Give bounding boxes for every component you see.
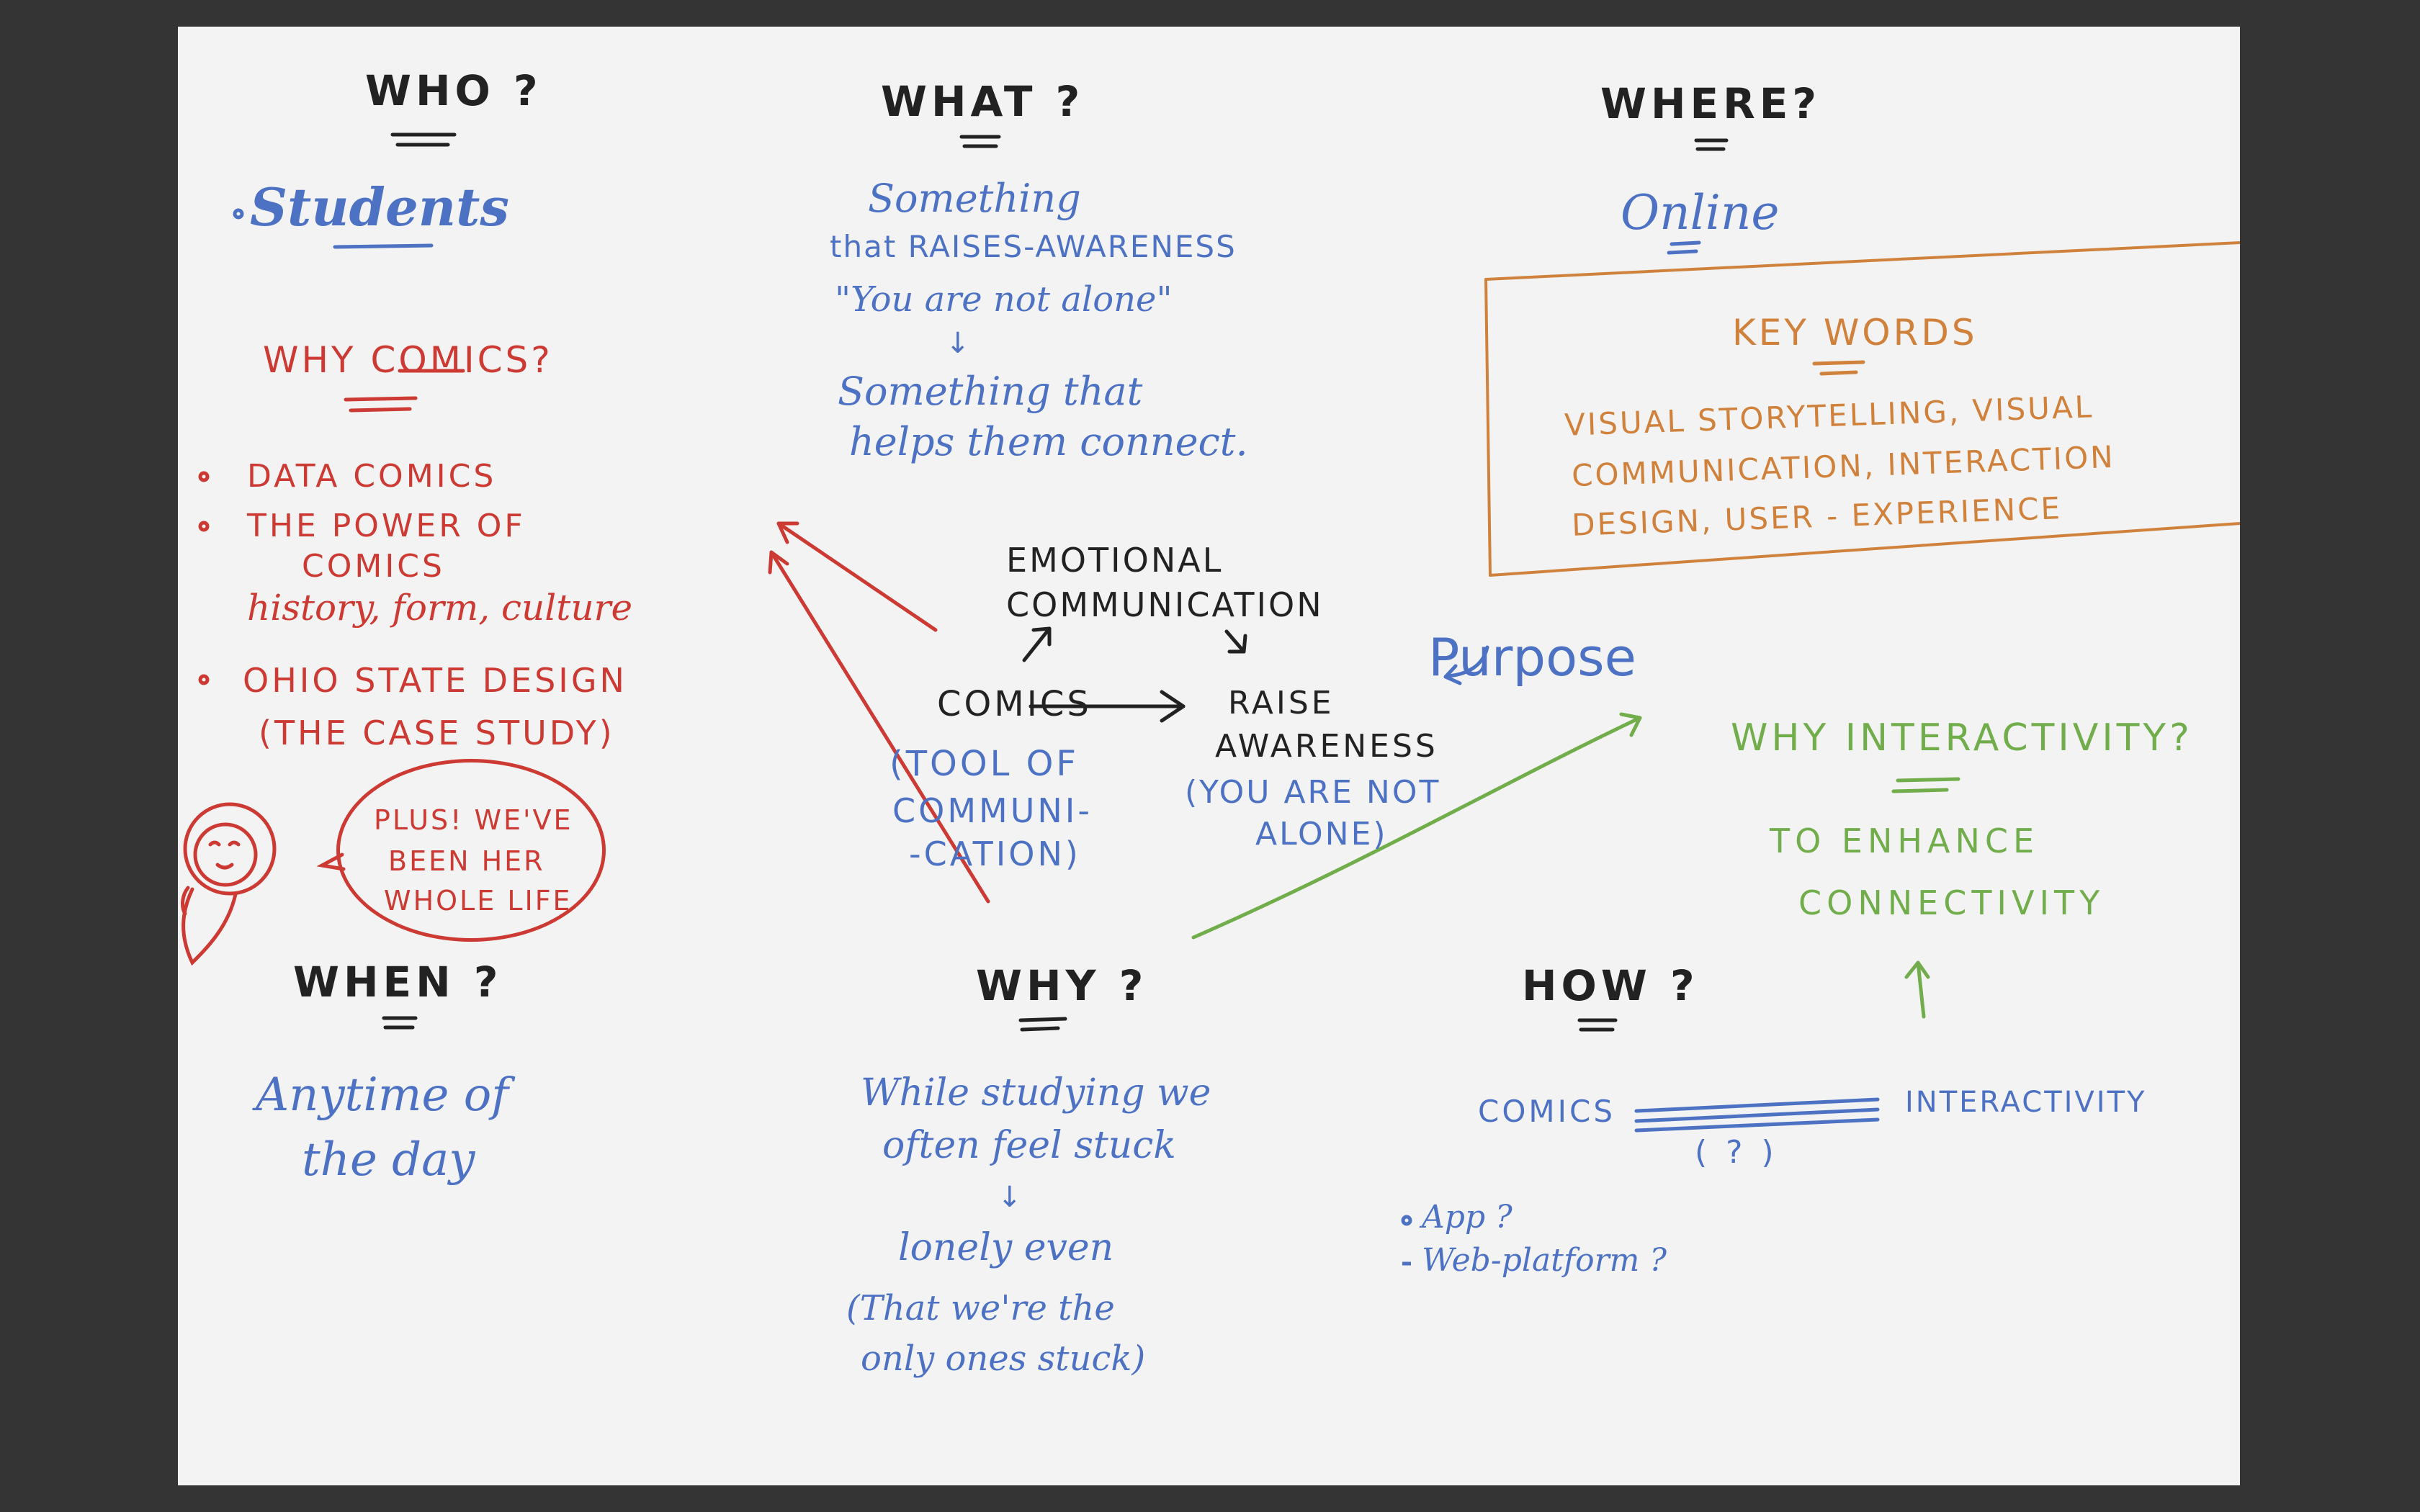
why-line-3: lonely even	[898, 1226, 1114, 1269]
raise-line-1: RAISE	[1228, 685, 1335, 721]
what-line-1: Something	[868, 176, 1081, 221]
raise-line-2: AWARENESS	[1215, 728, 1438, 765]
where-value: Online	[1621, 185, 1780, 240]
why-interactivity-heading: WHY INTERACTIVITY?	[1731, 716, 2193, 760]
bubble-line-2: BEEN HER	[388, 845, 545, 877]
why-comics-item-power-cont: COMICS	[302, 548, 445, 585]
why-line-1: While studying we	[861, 1071, 1211, 1115]
why-heading: WHY ?	[976, 961, 1148, 1010]
bubble-line-1: PLUS! WE'VE	[374, 804, 573, 836]
when-line-1: Anytime of	[256, 1068, 508, 1122]
why-comics-item-power: THE POWER OF	[247, 508, 526, 544]
why-comics-item-history: history, form, culture	[247, 587, 633, 629]
purpose-label: Purpose	[1428, 627, 1636, 688]
how-interactivity: INTERACTIVITY	[1905, 1086, 2147, 1119]
how-comics: COMICS	[1478, 1094, 1615, 1129]
why-arrow: ↓	[998, 1181, 1022, 1214]
doodle-strokes	[181, 132, 2240, 1266]
key-words-underline	[1812, 360, 1865, 376]
who-heading: WHO ?	[365, 66, 542, 115]
raise-note-2: ALONE)	[1255, 816, 1388, 852]
raise-note-1: (YOU ARE NOT	[1185, 774, 1441, 811]
why-comics-item-case-study: (THE CASE STUDY)	[259, 714, 615, 752]
who-item-students: Students	[250, 176, 509, 238]
how-option-web: Web-platform ?	[1422, 1242, 1667, 1279]
when-line-2: the day	[302, 1133, 475, 1187]
why-line-2: often feel stuck	[882, 1124, 1176, 1167]
bubble-line-3: WHOLE LIFE	[384, 885, 573, 917]
why-interactivity-line-1: TO ENHANCE	[1770, 822, 2040, 860]
where-heading: WHERE?	[1600, 79, 1821, 128]
why-interactivity-line-2: CONNECTIVITY	[1798, 883, 2105, 922]
emotional-line-2: COMMUNICATION	[1006, 585, 1324, 624]
why-comics-item-data-comics: DATA COMICS	[247, 458, 497, 495]
what-line-3: "You are not alone"	[835, 279, 1173, 320]
what-line-4: Something that	[838, 369, 1143, 414]
when-heading: WHEN ?	[293, 958, 503, 1007]
why-line-4: (That we're the	[846, 1288, 1115, 1328]
whiteboard-canvas[interactable]: WHO ? Students WHY COMICS? DATA COMICS T…	[178, 27, 2240, 1485]
speech-bubble	[336, 759, 606, 942]
why-comics-heading: WHY COMICS?	[263, 339, 553, 381]
how-heading: HOW ?	[1522, 961, 1699, 1010]
comics-note-3: -CATION)	[909, 834, 1081, 873]
why-comics-item-ohio: OHIO STATE DESIGN	[243, 661, 627, 700]
how-link-note: ( ? )	[1695, 1134, 1778, 1171]
comics-note-1: (TOOL OF	[889, 744, 1079, 784]
key-words-heading: KEY WORDS	[1732, 312, 1978, 354]
what-line-2: that RAISES-AWARENESS	[830, 229, 1237, 264]
what-heading: WHAT ?	[881, 77, 1085, 126]
emotional-line-1: EMOTIONAL	[1006, 541, 1224, 580]
what-line-5: helps them connect.	[849, 419, 1248, 464]
what-arrow: ↓	[946, 327, 970, 360]
comics-note-2: COMMUNI-	[892, 791, 1093, 830]
why-line-5: only ones stuck)	[861, 1338, 1146, 1379]
center-comics: COMICS	[937, 684, 1092, 724]
how-option-app: App ?	[1422, 1199, 1512, 1236]
